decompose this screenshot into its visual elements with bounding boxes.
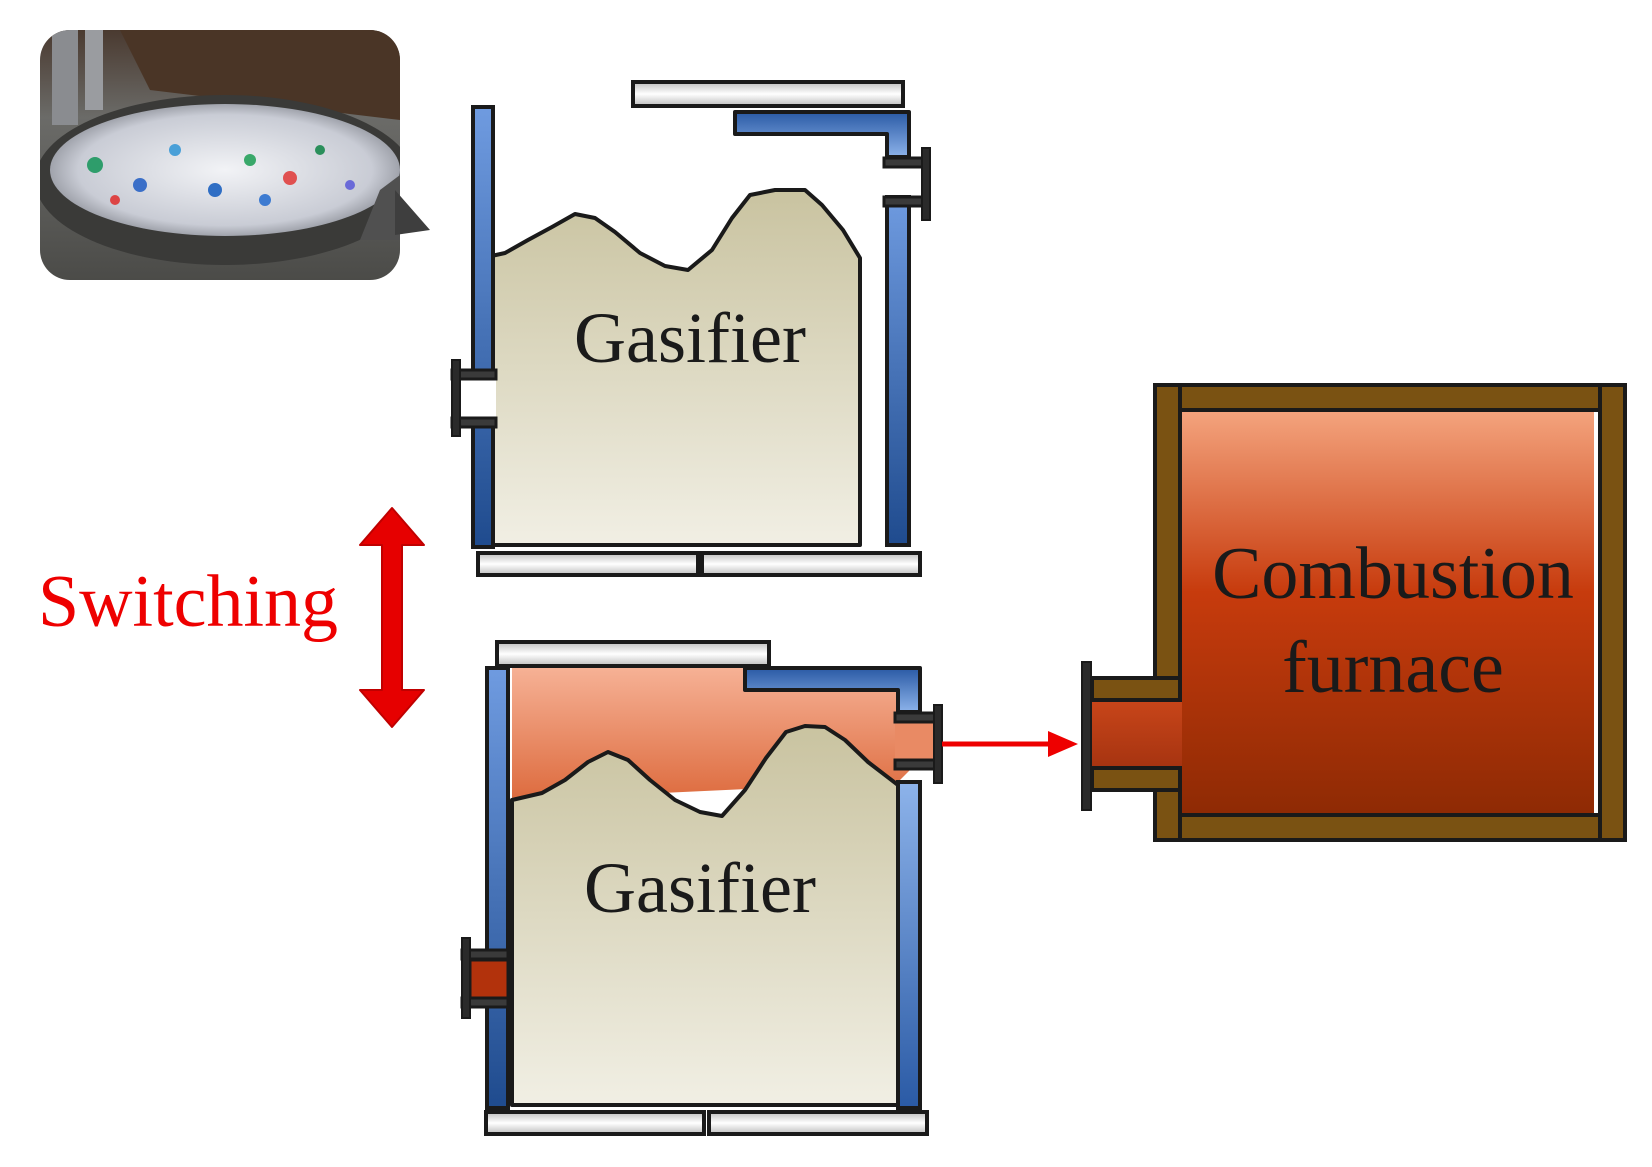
gasifier-top-label: Gasifier xyxy=(574,298,806,378)
flow-arrow xyxy=(942,731,1078,757)
gasifier-bottom-right-port xyxy=(893,704,943,784)
gasifier-top-right-wall xyxy=(885,193,911,547)
furnace-top-wall xyxy=(1153,383,1627,412)
gasifier-top-waste xyxy=(471,188,862,547)
furnace-inlet-duct xyxy=(1090,698,1182,770)
furnace-duct-bottom-wall xyxy=(1090,766,1182,792)
gasifier-bottom-label: Gasifier xyxy=(584,848,816,928)
gasifier-bottom-bottom-plate-right xyxy=(707,1110,929,1136)
gasifier-top: Gasifier xyxy=(450,80,931,577)
furnace-duct-top-wall xyxy=(1090,676,1182,702)
right-arrow-icon xyxy=(1048,731,1078,757)
gasifier-top-roof xyxy=(733,110,911,159)
combustion-furnace: Combustion furnace xyxy=(1081,383,1627,842)
furnace-label-line2: furnace xyxy=(1282,627,1504,709)
gasifier-bottom: Gasifier xyxy=(460,640,943,1136)
furnace-right-wall xyxy=(1598,383,1627,842)
gasifier-top-bottom-plate-right xyxy=(700,551,922,577)
furnace-inlet-flange xyxy=(1081,661,1092,811)
gasifier-bottom-left-port xyxy=(460,937,510,1019)
furnace-label-line1: Combustion xyxy=(1212,533,1574,615)
waste-pile-photo xyxy=(40,30,430,280)
furnace-left-wall-upper xyxy=(1153,383,1182,700)
gasifier-top-left-port xyxy=(450,359,498,437)
switching-group: Switching xyxy=(38,507,425,728)
gasifier-bottom-bottom-plate-left xyxy=(484,1110,706,1136)
gasifier-top-lid xyxy=(631,80,905,108)
gasifier-bottom-right-wall xyxy=(896,780,922,1110)
furnace-interior xyxy=(1180,410,1594,815)
gasifier-top-left-wall xyxy=(471,105,495,549)
gasifier-bottom-left-wall xyxy=(485,666,510,1110)
switching-label: Switching xyxy=(38,561,338,643)
gasifier-top-right-port xyxy=(882,147,931,221)
gasifier-top-bottom-plate-left xyxy=(476,551,700,577)
gasifier-bottom-waste xyxy=(510,724,900,1107)
furnace-bottom-wall xyxy=(1153,813,1627,842)
gasifier-bottom-lid xyxy=(495,640,771,668)
double-headed-arrow-icon xyxy=(359,507,425,728)
